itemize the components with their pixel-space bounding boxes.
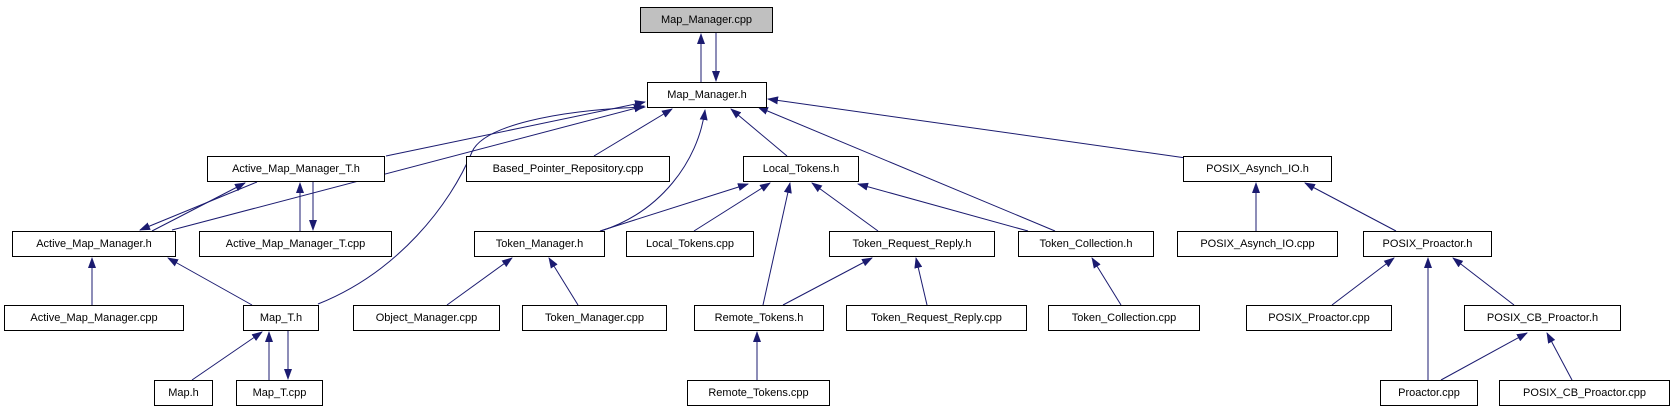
edge-based_pointer_repository_cpp-to-map_manager_h xyxy=(593,108,673,157)
node-token_collection_cpp[interactable]: Token_Collection.cpp xyxy=(1048,305,1200,331)
node-remote_tokens_h[interactable]: Remote_Tokens.h xyxy=(694,305,824,331)
edge-remote_tokens_h-to-token_request_reply_h xyxy=(782,257,873,306)
edge-map_t_h-to-active_map_manager_h xyxy=(167,257,253,306)
edge-local_tokens_h-to-map_manager_h xyxy=(730,108,788,157)
node-map_t_h[interactable]: Map_T.h xyxy=(243,305,319,331)
node-local_tokens_cpp[interactable]: Local_Tokens.cpp xyxy=(626,231,754,257)
edge-proactor_cpp-to-posix_cb_proactor_h xyxy=(1440,332,1528,381)
node-map_t_cpp[interactable]: Map_T.cpp xyxy=(236,380,323,406)
edge-map_t_h-to-map_manager_h xyxy=(317,103,646,305)
edge-active_map_manager_h-to-active_map_manager_t_h xyxy=(151,182,246,232)
edge-token_manager_h-to-local_tokens_h xyxy=(599,183,749,232)
node-map_h[interactable]: Map.h xyxy=(154,380,213,406)
node-proactor_cpp[interactable]: Proactor.cpp xyxy=(1380,380,1478,406)
edge-posix_proactor_h-to-posix_asynch_io_h xyxy=(1304,182,1397,232)
node-map_manager_h[interactable]: Map_Manager.h xyxy=(647,82,767,108)
edge-token_collection_h-to-local_tokens_h xyxy=(857,182,1029,232)
node-map_manager_cpp: Map_Manager.cpp xyxy=(640,7,773,33)
node-object_manager_cpp[interactable]: Object_Manager.cpp xyxy=(353,305,500,331)
node-posix_asynch_io_cpp[interactable]: POSIX_Asynch_IO.cpp xyxy=(1177,231,1338,257)
edge-local_tokens_cpp-to-local_tokens_h xyxy=(693,182,771,232)
node-posix_proactor_h[interactable]: POSIX_Proactor.h xyxy=(1363,231,1492,257)
edge-posix_proactor_cpp-to-posix_proactor_h xyxy=(1331,257,1395,306)
node-based_pointer_repository_cpp[interactable]: Based_Pointer_Repository.cpp xyxy=(466,156,670,182)
edge-token_manager_cpp-to-token_manager_h xyxy=(548,257,579,306)
node-active_map_manager_cpp[interactable]: Active_Map_Manager.cpp xyxy=(4,305,184,331)
node-token_manager_cpp[interactable]: Token_Manager.cpp xyxy=(522,305,667,331)
edge-token_request_reply_h-to-local_tokens_h xyxy=(811,182,879,232)
node-posix_cb_proactor_h[interactable]: POSIX_CB_Proactor.h xyxy=(1464,305,1621,331)
edge-posix_cb_proactor_h-to-posix_proactor_h xyxy=(1452,257,1515,306)
edge-posix_asynch_io_h-to-map_manager_h xyxy=(767,96,1187,159)
node-posix_proactor_cpp[interactable]: POSIX_Proactor.cpp xyxy=(1246,305,1392,331)
edge-active_map_manager_t_h-to-map_manager_h xyxy=(385,100,646,157)
edge-token_collection_h-to-map_manager_h xyxy=(757,106,1056,232)
node-remote_tokens_cpp[interactable]: Remote_Tokens.cpp xyxy=(687,380,830,406)
node-active_map_manager_h[interactable]: Active_Map_Manager.h xyxy=(12,231,176,257)
edge-posix_cb_proactor_cpp-to-posix_cb_proactor_h xyxy=(1546,332,1573,381)
edge-token_collection_cpp-to-token_collection_h xyxy=(1091,257,1122,306)
edge-token_request_reply_cpp-to-token_request_reply_h xyxy=(914,257,928,306)
edge-active_map_manager_h-to-map_manager_h xyxy=(171,104,645,231)
edge-token_manager_h-to-map_manager_h xyxy=(600,109,708,232)
node-local_tokens_h[interactable]: Local_Tokens.h xyxy=(743,156,859,182)
edge-object_manager_cpp-to-token_manager_h xyxy=(446,257,513,306)
edge-map_h-to-map_t_h xyxy=(191,331,263,381)
node-token_request_reply_h[interactable]: Token_Request_Reply.h xyxy=(829,231,995,257)
node-token_collection_h[interactable]: Token_Collection.h xyxy=(1018,231,1154,257)
node-posix_cb_proactor_cpp[interactable]: POSIX_CB_Proactor.cpp xyxy=(1499,380,1670,406)
edge-remote_tokens_h-to-local_tokens_h xyxy=(762,182,792,306)
node-posix_asynch_io_h[interactable]: POSIX_Asynch_IO.h xyxy=(1183,156,1332,182)
node-token_manager_h[interactable]: Token_Manager.h xyxy=(474,231,605,257)
node-active_map_manager_t_h[interactable]: Active_Map_Manager_T.h xyxy=(207,156,385,182)
node-active_map_manager_t_cpp[interactable]: Active_Map_Manager_T.cpp xyxy=(199,231,392,257)
node-token_request_reply_cpp[interactable]: Token_Request_Reply.cpp xyxy=(846,305,1027,331)
edge-active_map_manager_t_h-to-active_map_manager_h xyxy=(139,181,258,231)
